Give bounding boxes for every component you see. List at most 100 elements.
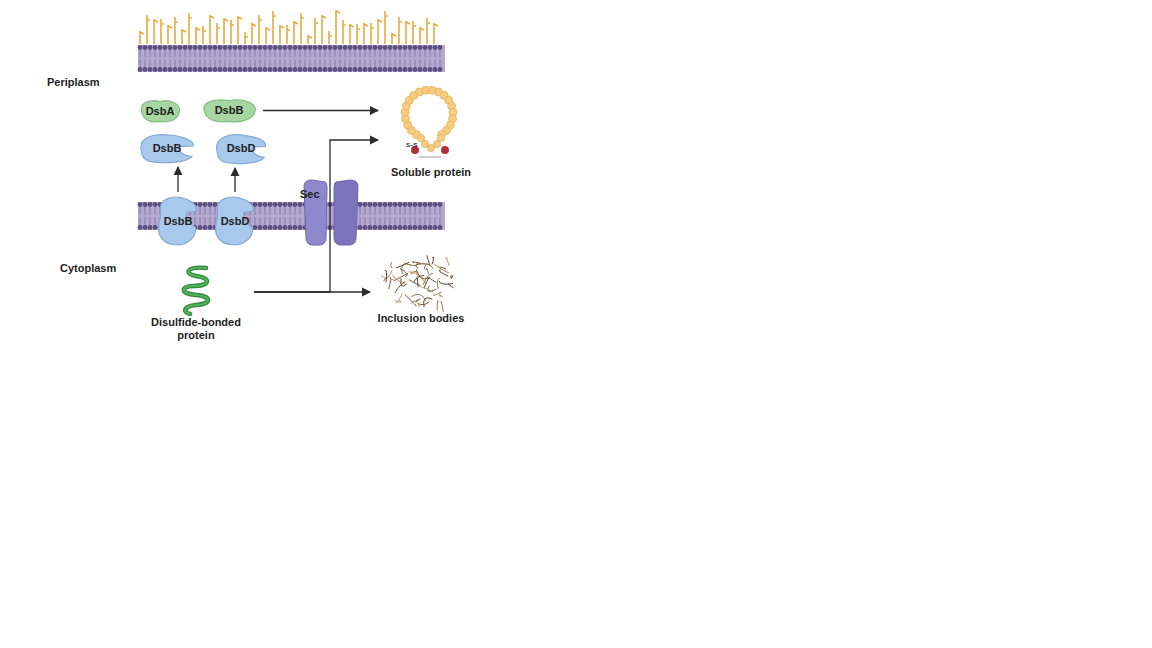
lipid-head	[288, 45, 293, 50]
lipid-head	[338, 67, 343, 72]
lipid-head	[283, 67, 288, 72]
lps-chain	[265, 27, 267, 44]
lipid-tail	[305, 60, 306, 69]
lipid-head	[393, 45, 398, 50]
lipid-head	[428, 45, 433, 50]
lipid-tail	[315, 60, 316, 69]
lipid-head	[183, 45, 188, 50]
aggregate-strand	[411, 294, 425, 301]
lps-branch	[252, 24, 256, 26]
lipid-tail	[325, 49, 326, 58]
lps-branch	[343, 24, 346, 25]
flow-arrow	[177, 167, 178, 192]
aggregate-strand	[416, 263, 419, 268]
lipid-head	[363, 225, 368, 230]
lipid-head	[408, 202, 413, 207]
channel-half	[334, 180, 358, 245]
lps-chain	[167, 25, 169, 44]
lps-chain	[195, 27, 197, 44]
aggregate-strand	[451, 275, 453, 278]
lipid-tail	[365, 206, 366, 215]
lps-branch	[154, 20, 158, 22]
lps-branch	[301, 17, 304, 18]
lipid-head	[433, 67, 438, 72]
lipid-head	[238, 45, 243, 50]
lipid-head	[138, 202, 143, 207]
lipid-tail	[350, 60, 351, 69]
lipid-head	[168, 67, 173, 72]
aggregate-strand	[412, 262, 420, 264]
aggregate-strand	[439, 270, 448, 276]
lipid-head	[433, 225, 438, 230]
lipid-tail	[430, 206, 431, 215]
lipid-tail	[400, 206, 401, 215]
lipid-tail	[145, 217, 146, 226]
lipid-head	[143, 45, 148, 50]
lipid-tail	[375, 206, 376, 215]
lps-branch	[315, 22, 318, 23]
lps-branch	[322, 16, 326, 18]
lipid-tail	[375, 49, 376, 58]
flow-arrow	[254, 140, 378, 292]
lipid-tail	[290, 206, 291, 215]
lipid-tail	[310, 49, 311, 58]
lipid-tail	[165, 60, 166, 69]
lipid-head	[388, 225, 393, 230]
lps-branch	[378, 20, 382, 22]
lipid-head	[263, 67, 268, 72]
lps-branch	[259, 19, 262, 20]
lipid-head	[158, 45, 163, 50]
lipid-head	[288, 67, 293, 72]
lipid-tail	[375, 217, 376, 226]
lps-branch	[175, 21, 178, 22]
lipid-tail	[385, 60, 386, 69]
lipid-head	[293, 45, 298, 50]
lps-branch	[287, 29, 290, 30]
lipid-head	[418, 202, 423, 207]
lipid-head	[323, 67, 328, 72]
lipid-head	[308, 67, 313, 72]
lipid-tail	[370, 217, 371, 226]
lipid-tail	[420, 206, 421, 215]
lipid-head	[303, 45, 308, 50]
lipid-tail	[215, 49, 216, 58]
lps-branch	[182, 30, 186, 32]
lipid-head	[343, 45, 348, 50]
lps-chain	[153, 19, 155, 44]
lipid-tail	[305, 49, 306, 58]
lipid-tail	[290, 217, 291, 226]
lipid-head	[368, 45, 373, 50]
ring-art	[391, 82, 471, 166]
inclusion-bodies: Inclusion bodies	[368, 254, 474, 325]
lipid-tail	[225, 60, 226, 69]
lipid-head	[368, 67, 373, 72]
aggregate-strand	[441, 301, 443, 312]
lipid-head	[348, 45, 353, 50]
node-label: Disulfide-bonded protein	[140, 316, 252, 341]
lipid-tail	[250, 217, 251, 226]
lipid-head	[223, 67, 228, 72]
lipid-head	[298, 45, 303, 50]
node-label: DsbB	[215, 104, 244, 117]
lipid-tail	[325, 60, 326, 69]
node-label: Sec	[300, 188, 320, 201]
lipid-head	[228, 45, 233, 50]
flow-arrow	[254, 291, 370, 292]
protein-outline	[216, 197, 254, 245]
lipid-tail	[400, 49, 401, 58]
lipid-head	[258, 225, 263, 230]
lipid-tail	[265, 60, 266, 69]
lipid-tail	[410, 206, 411, 215]
node-label: Inclusion bodies	[378, 312, 465, 325]
lipid-head	[373, 202, 378, 207]
protein-outline	[141, 101, 179, 122]
lipid-head	[148, 45, 153, 50]
lipid-head	[208, 67, 213, 72]
lipid-head	[393, 67, 398, 72]
lipid-tail	[270, 49, 271, 58]
lps-chain	[181, 29, 183, 44]
lipid-head	[293, 225, 298, 230]
lps-branch	[147, 19, 150, 20]
aggregate-strand	[390, 274, 396, 280]
lipid-head	[243, 45, 248, 50]
